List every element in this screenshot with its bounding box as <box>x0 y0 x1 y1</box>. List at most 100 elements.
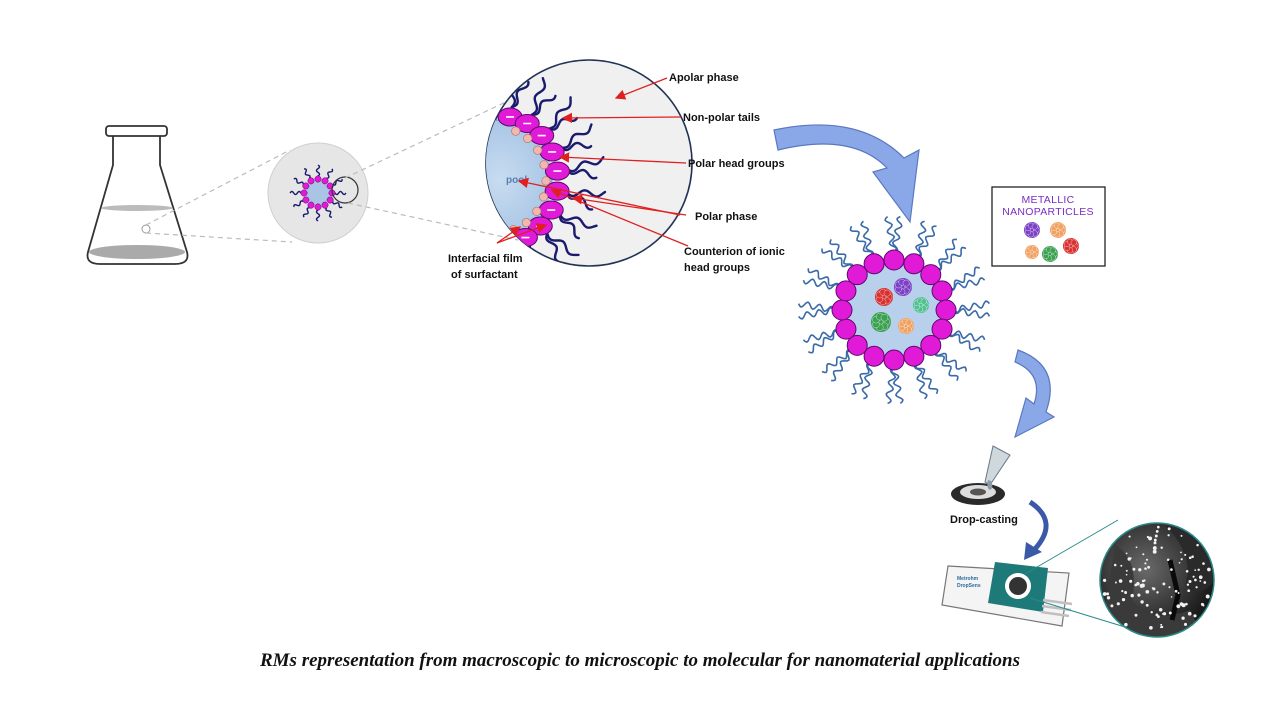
sem-particle <box>1153 538 1157 542</box>
sem-particle <box>1128 535 1131 538</box>
sem-particle <box>1137 593 1141 597</box>
sem-particle <box>1129 579 1133 583</box>
sem-particle <box>1180 551 1182 554</box>
loaded-micelle-tail <box>913 363 928 400</box>
loaded-micelle-tail <box>914 220 927 258</box>
loaded-micelle-head <box>831 299 853 321</box>
nanoparticle-samples <box>1024 222 1079 262</box>
small-micelle-head <box>314 175 322 183</box>
sem-particle <box>1118 579 1123 583</box>
sem-particle <box>1147 565 1150 569</box>
sem-particle <box>1121 597 1126 602</box>
loaded-micelle-tail <box>860 220 875 257</box>
sem-particle <box>1160 625 1164 629</box>
sem-particle <box>1114 581 1117 584</box>
label-counterion-line1: Counterion of ionic <box>684 246 785 258</box>
loaded-micelle-head <box>835 280 857 302</box>
annotation-arrows <box>496 77 689 247</box>
sem-particle <box>1178 561 1181 564</box>
sem-particle <box>1176 604 1181 609</box>
sem-particle <box>1161 613 1164 615</box>
screen-printed-electrode: Metrohm DropSens <box>941 562 1073 627</box>
sem-particle <box>1185 602 1188 606</box>
sem-particle <box>1181 616 1185 620</box>
sem-micrograph <box>1099 522 1215 638</box>
small-micelle-head <box>326 196 334 204</box>
small-micelle-tail <box>315 209 321 222</box>
small-micelle-head <box>307 201 315 209</box>
sem-particle <box>1102 592 1107 596</box>
sem-particle <box>1155 613 1159 617</box>
loaded-micelle-tail <box>821 349 852 374</box>
sem-particle <box>1170 568 1173 571</box>
sem-particle <box>1113 563 1117 567</box>
loaded-micelle-tail <box>916 225 937 258</box>
electrode-brand-line1: Metrohm <box>957 576 979 582</box>
drop-casting-illustration: Drop-casting <box>950 445 1018 526</box>
small-micelle-core <box>306 181 330 205</box>
sem-particle <box>1140 600 1144 604</box>
non-polar-tail <box>559 123 593 149</box>
metallic-title-line2: NANOPARTICLES <box>1002 206 1094 218</box>
loaded-micelle-head <box>883 249 905 271</box>
metallic-nanoparticles-box: METALLIC NANOPARTICLES <box>991 186 1106 267</box>
sem-particle <box>1134 613 1138 617</box>
label-non-polar-tails: Non-polar tails <box>683 112 760 124</box>
non-polar-tail <box>547 96 572 130</box>
sem-particle <box>1196 543 1199 547</box>
np-red-bump <box>1070 239 1077 246</box>
loaded-micelle-tail <box>851 362 872 395</box>
non-polar-tail <box>530 94 557 116</box>
sem-particle <box>1156 525 1160 529</box>
loaded-micelle-head <box>931 280 953 302</box>
sem-particle <box>1124 622 1128 627</box>
label-polar-head-groups: Polar head groups <box>688 158 785 170</box>
loaded-micelle-tail <box>936 246 967 271</box>
sem-particle <box>1120 564 1123 567</box>
sem-particle <box>1168 586 1171 589</box>
label-apolar-phase: Apolar phase <box>669 72 739 84</box>
sem-particle <box>1168 611 1172 615</box>
loaded-micelle-tail <box>936 238 957 270</box>
sem-particle <box>1192 575 1195 578</box>
sem-particle <box>1121 589 1124 593</box>
label-interfacial-line1: Interfacial film <box>448 253 523 265</box>
sem-particle <box>1156 591 1159 594</box>
small-micelle-tail <box>334 190 347 196</box>
sem-particle <box>1200 576 1203 579</box>
counterions-group <box>508 126 551 235</box>
sem-particle <box>1124 591 1128 594</box>
small-micelle-tail <box>293 177 304 185</box>
loaded-micelle-head <box>846 264 868 286</box>
loaded-np-orange-bump <box>905 319 912 326</box>
flask-liquid-level <box>101 205 173 211</box>
sem-particle <box>1135 546 1138 549</box>
sem-particle <box>1155 530 1159 533</box>
sem-particle <box>1141 579 1145 583</box>
non-polar-tail <box>526 245 536 266</box>
sem-particle <box>1152 546 1157 551</box>
non-polar-tail <box>510 80 530 109</box>
sem-particle <box>1154 534 1158 538</box>
sem-particle <box>1199 580 1202 582</box>
loaded-micelle-tail <box>797 301 835 313</box>
sem-particle <box>1106 596 1111 600</box>
loaded-micelle-tail <box>948 276 986 291</box>
counterion <box>511 126 521 136</box>
counterion <box>538 192 549 202</box>
non-polar-tail <box>546 232 580 257</box>
loaded-micelle-head <box>935 299 957 321</box>
zoom-lines-micro <box>344 99 519 241</box>
loaded-micelle-head <box>903 253 925 275</box>
loaded-np-teal-bump <box>920 298 927 305</box>
electrode-brand-line2: DropSens <box>957 583 981 589</box>
sem-particle <box>1138 568 1142 572</box>
sem-particle <box>1179 602 1184 606</box>
counterion <box>533 145 543 155</box>
zoom-lines-sem <box>1024 519 1126 628</box>
sem-particle <box>1177 592 1180 594</box>
sem-particle <box>1142 553 1145 556</box>
flask-bottom-liquid <box>89 245 185 259</box>
loaded-micelle-tail <box>885 367 897 405</box>
loaded-micelle-tail <box>934 350 959 381</box>
